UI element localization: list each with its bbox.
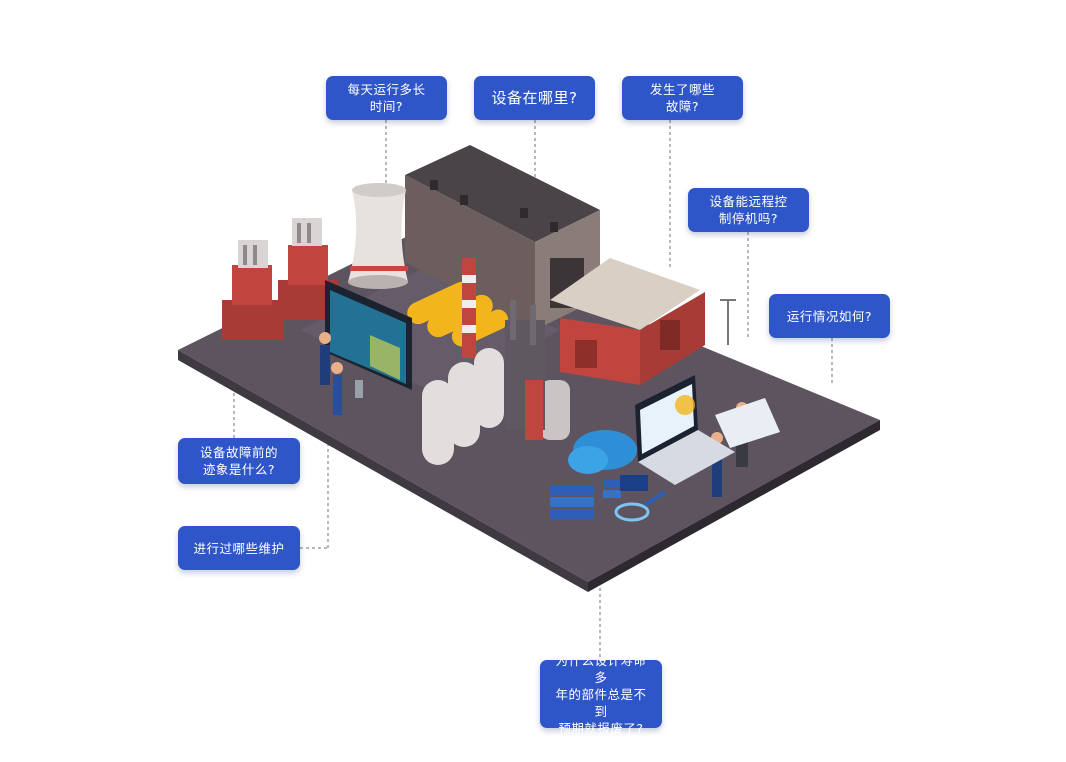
machinery [505,300,545,440]
chimney [462,258,476,358]
cloud-servers [550,430,667,522]
callout-runtime-text: 每天运行多长 时间? [347,82,426,114]
callout-location: 设备在哪里? [474,76,595,120]
callout-remote: 设备能远程控 制停机吗? [688,188,809,232]
antenna [720,299,736,345]
leader-lines [233,120,833,660]
callout-remote-text: 设备能远程控 制停机吗? [709,194,788,226]
callout-symptoms: 设备故障前的 迹象是什么? [178,438,300,484]
callout-lifespan: 为什么设计寿命多 年的部件总是不到 预期就报废了? [540,653,662,736]
callout-lifespan-text: 为什么设计寿命多 年的部件总是不到 预期就报废了? [555,652,647,736]
monitor-screen [325,280,412,398]
callout-status: 运行情况如何? [769,294,890,338]
callout-runtime: 每天运行多长 时间? [326,76,447,120]
reactor-towers [222,218,338,340]
laptop-dashboard [635,375,780,485]
storage-silos [422,348,570,465]
callout-maintenance: 进行过哪些维护 [178,526,300,570]
warehouse [550,258,705,385]
callout-location-text: 设备在哪里? [491,88,578,107]
callout-symptoms-text: 设备故障前的 迹象是什么? [199,445,278,477]
cooling-tower [348,183,408,289]
callout-faults: 发生了哪些 故障? [622,76,743,120]
callout-maintenance-text: 进行过哪些维护 [193,540,285,556]
callout-faults-text: 发生了哪些 故障? [649,82,715,114]
callout-status-text: 运行情况如何? [786,308,873,324]
